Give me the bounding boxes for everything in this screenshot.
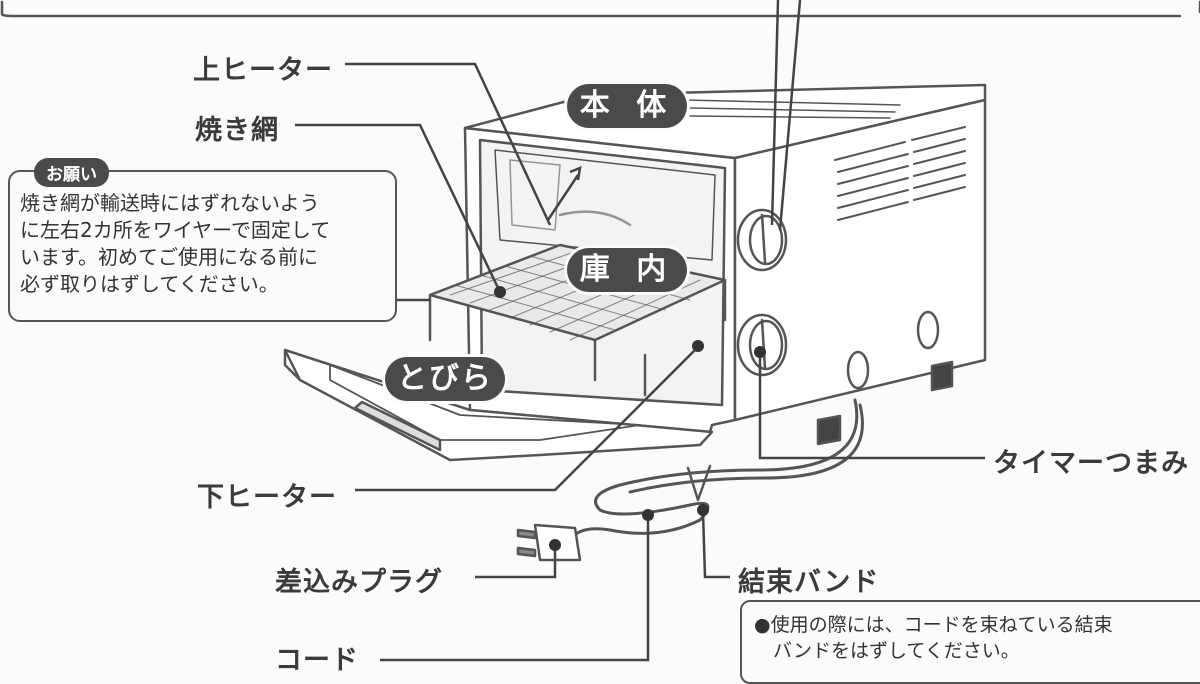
side-oval-right <box>916 310 940 350</box>
note-tag: お願い <box>34 158 109 187</box>
power-plug <box>516 523 582 562</box>
caution-line: バンドをはずしてください。 <box>754 640 1020 662</box>
label-door: とびら <box>385 357 505 401</box>
top-box-frame <box>0 0 1200 18</box>
side-vents <box>834 126 966 221</box>
leader-timer-knob <box>758 355 985 460</box>
power-cord <box>568 398 859 542</box>
note-body: 焼き網が輸送時にはずれないよう に左右2カ所をワイヤーで固定して います。初めて… <box>20 190 392 298</box>
note-line: います。初めてご使用になる前に <box>20 245 318 269</box>
foot-back <box>930 360 954 392</box>
side-oval-left <box>846 350 870 390</box>
leader-grill-rack <box>295 123 502 293</box>
leader-body2 <box>778 0 802 231</box>
leader-band <box>701 511 730 579</box>
label-upper-heater: 上ヒーター <box>193 55 333 86</box>
note-line: 焼き網が輸送時にはずれないよう <box>20 191 320 215</box>
binding-band <box>686 464 712 502</box>
oven-body-side <box>733 98 987 422</box>
label-binding-band: 結束バンド <box>738 567 880 598</box>
note-line: に左右2カ所をワイヤーで固定して <box>20 218 331 242</box>
note-box: お願い 焼き網が輸送時にはずれないよう に左右2カ所をワイヤーで固定して います… <box>8 158 397 322</box>
leader-body <box>770 0 780 226</box>
leader-upper-heater <box>345 62 552 226</box>
label-lower-heater: 下ヒーター <box>197 482 337 513</box>
note-line: 必ず取りはずしてください。 <box>20 272 279 296</box>
caution-box: ●使用の際には、コードを束ねている結束 バンドをはずしてください。 <box>740 600 1200 684</box>
leader-upper-heater-arrow <box>546 166 582 221</box>
label-interior: 庫 内 <box>567 248 687 292</box>
oven-door <box>283 348 714 462</box>
label-body: 本 体 <box>567 84 687 128</box>
leader-lower-heater <box>355 344 701 492</box>
door-handle <box>353 400 442 452</box>
caution-text: ●使用の際には、コードを束ねている結束 バンドをはずしてください。 <box>754 612 1113 664</box>
label-cord: コード <box>275 645 359 676</box>
temperature-knob <box>736 208 788 272</box>
foot-front <box>816 414 842 446</box>
caution-line: ●使用の際には、コードを束ねている結束 <box>754 614 1113 636</box>
leader-plug <box>475 545 557 579</box>
label-grill-rack: 焼き網 <box>195 115 279 146</box>
timer-knob <box>736 313 788 377</box>
leader-cord <box>380 515 650 662</box>
label-timer-knob: タイマーつまみ <box>993 448 1189 479</box>
label-plug: 差込みプラグ <box>275 567 443 598</box>
